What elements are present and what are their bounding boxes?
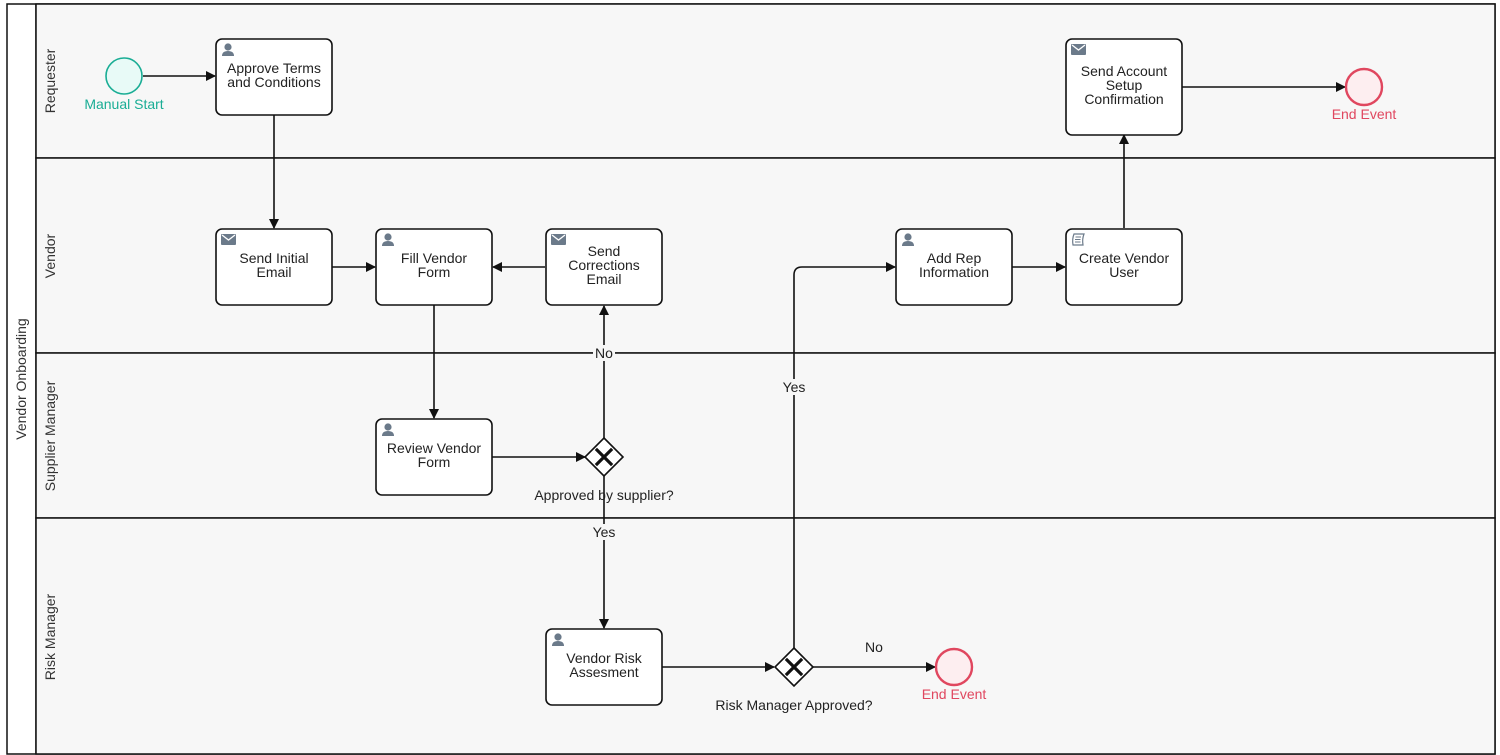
task-label: Review Vendor [387, 440, 482, 456]
gateway-approved-by-supplier-label: Approved by supplier? [534, 487, 674, 503]
flow-label-risk-no: No [865, 639, 883, 655]
exclusive-x-icon [594, 447, 614, 467]
gateway-risk-manager-approved-label: Risk Manager Approved? [715, 697, 872, 713]
task-box [215, 228, 333, 306]
task-label: Assesment [569, 664, 638, 680]
user-icon [382, 233, 394, 246]
task-label: Send Account [1081, 63, 1168, 79]
flow-label-supplier-no: No [595, 345, 613, 361]
task-box [375, 418, 493, 496]
end-event-requester-label: End Event [1332, 106, 1397, 122]
start-event[interactable]: Manual Start [84, 57, 164, 112]
envelope-icon [1071, 44, 1086, 55]
task-label: Fill Vendor [401, 250, 467, 266]
task-label: Send [588, 243, 621, 259]
task-label: User [1109, 264, 1139, 280]
user-icon [382, 423, 394, 436]
user-icon [902, 233, 914, 246]
end-event-requester[interactable]: End Event [1332, 67, 1397, 122]
task-box [1065, 38, 1183, 136]
task-label: Email [586, 271, 621, 287]
task-label: Confirmation [1084, 91, 1163, 107]
task-box [545, 628, 663, 706]
flow-label-supplier-yes: Yes [593, 524, 616, 540]
envelope-icon [221, 234, 236, 245]
end-event-risk-label: End Event [922, 686, 987, 702]
lane-supplier-manager[interactable]: Supplier Manager [35, 352, 1496, 519]
task-label: Send Initial [239, 250, 308, 266]
task-label: Email [256, 264, 291, 280]
lane-label-vendor: Vendor [42, 233, 58, 278]
start-event-label: Manual Start [84, 96, 163, 112]
flow-risk-gateway-yes-to-add-rep[interactable] [793, 262, 896, 648]
task-box [375, 228, 493, 306]
end-event-risk[interactable]: End Event [922, 647, 987, 702]
exclusive-x-icon [784, 657, 804, 677]
task-label: Vendor Risk [566, 650, 642, 666]
task-box [545, 228, 663, 306]
task-label: and Conditions [227, 74, 320, 90]
script-icon [1072, 233, 1085, 246]
pool-label: Vendor Onboarding [13, 318, 29, 439]
lane-label-risk-manager: Risk Manager [42, 593, 58, 680]
user-icon [552, 633, 564, 646]
task-label: Corrections [568, 257, 640, 273]
task-box [895, 228, 1013, 306]
flow-labels: No Yes Yes No [589, 345, 883, 655]
flow-label-risk-yes: Yes [783, 379, 806, 395]
task-label: Form [418, 454, 451, 470]
lane-risk-manager[interactable]: Risk Manager [35, 517, 1496, 755]
task-label: Setup [1106, 77, 1143, 93]
gateway-approved-by-supplier[interactable]: Approved by supplier? [534, 436, 674, 503]
task-label: Create Vendor [1079, 250, 1170, 266]
user-icon [222, 43, 234, 56]
task-label: Add Rep [927, 250, 982, 266]
task-label: Approve Terms [227, 60, 321, 76]
task-label: Information [919, 264, 989, 280]
gateway-risk-manager-approved[interactable]: Risk Manager Approved? [715, 646, 873, 713]
lane-label-supplier-manager: Supplier Manager [42, 380, 58, 491]
lane-label-requester: Requester [42, 48, 58, 113]
task-box [1065, 228, 1183, 306]
task-label: Form [418, 264, 451, 280]
envelope-icon [551, 234, 566, 245]
task-box [215, 38, 333, 116]
sequence-flows [143, 71, 1346, 672]
